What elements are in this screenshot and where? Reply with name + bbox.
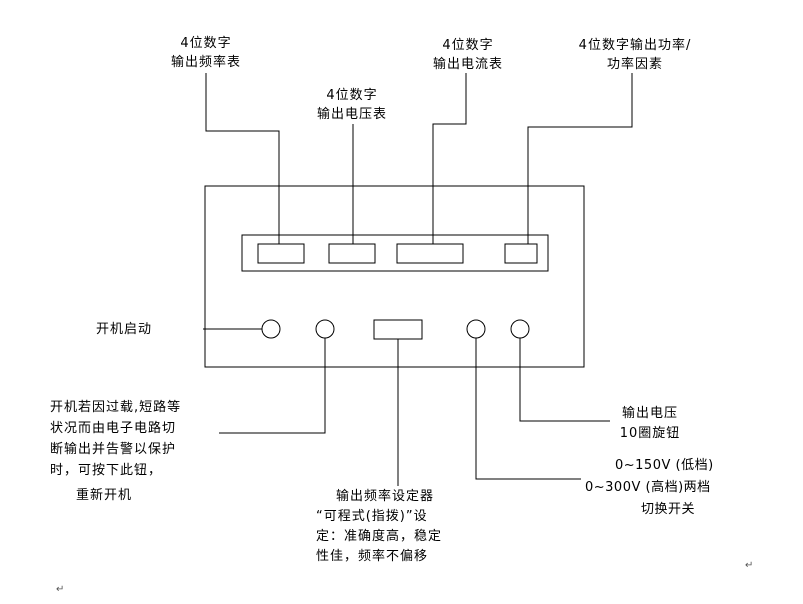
voltage-knob — [510, 319, 530, 339]
curr-meter-label-line1: 4位数字 — [442, 38, 494, 53]
freq-setter-label-line3: 定：准确度高，稳定 — [316, 529, 443, 544]
leader-power-meter — [527, 73, 633, 244]
volt-knob-label-line1: 输出电压 — [621, 406, 678, 421]
power-meter-label-line2: 功率因素 — [606, 57, 663, 72]
reset-label: 开机若因过载,短路等 状况而由电子电路切 断输出并告警以保护 时，可按下此钮， … — [50, 397, 220, 506]
range-switch-label: 0~150V (低档) 0~300V (高档)两档 切换开关 — [585, 455, 795, 521]
power-meter-label-line1: 4位数字输出功率/ — [578, 38, 692, 53]
display-strip — [241, 234, 549, 272]
freq-meter-label-line2: 输出频率表 — [170, 55, 241, 70]
freq-setter-label-line2: “可程式(指拨)”设 — [316, 509, 428, 524]
freq-meter-label-line1: 4位数字 — [180, 36, 232, 51]
freq-meter-label: 4位数字 输出频率表 — [150, 34, 262, 72]
reset-label-line2: 状况而由电子电路切 — [50, 421, 177, 436]
volt-meter-label-line2: 输出电压表 — [316, 107, 387, 122]
reset-label-line5: 重新开机 — [76, 488, 133, 503]
volt-meter-label-line1: 4位数字 — [326, 88, 378, 103]
freq-setter-label-line1: 输出频率设定器 — [336, 489, 435, 504]
volt-display — [328, 243, 376, 264]
range-switch-label-line3: 切换开关 — [641, 502, 696, 517]
volt-knob-label-line2: 10圈旋钮 — [619, 426, 681, 441]
range-switch-label-line1: 0~150V (低档) — [615, 458, 714, 473]
leader-volt-knob — [519, 338, 610, 422]
range-switch — [466, 319, 486, 339]
freq-setter-switch — [373, 319, 423, 340]
power-on-label: 开机启动 — [96, 322, 153, 337]
power-display — [504, 243, 538, 264]
power-meter-label: 4位数字输出功率/ 功率因素 — [560, 36, 710, 74]
leader-curr-meter — [432, 73, 467, 244]
reset-label-line3: 断输出并告警以保护 — [50, 442, 177, 457]
leader-range-switch — [475, 338, 581, 480]
volt-meter-label: 4位数字 输出电压表 — [296, 86, 408, 124]
reset-label-line4: 时，可按下此钮， — [50, 463, 163, 478]
curr-display — [396, 243, 464, 264]
reset-label-line1: 开机若因过载,短路等 — [50, 400, 182, 415]
paragraph-mark: ↵ — [745, 560, 754, 571]
freq-setter-label: 输出频率设定器 “可程式(指拨)”设 定：准确度高，稳定 性佳，频率不偏移 — [316, 487, 491, 567]
power-on-button — [261, 319, 281, 339]
freq-setter-label-line4: 性佳，频率不偏移 — [316, 549, 429, 564]
leader-reset — [219, 338, 326, 434]
freq-display — [257, 243, 305, 264]
curr-meter-label: 4位数字 输出电流表 — [412, 36, 524, 74]
paragraph-mark: ↵ — [56, 584, 65, 595]
front-panel — [204, 185, 585, 368]
range-switch-label-line2: 0~300V (高档)两档 — [585, 480, 711, 495]
leader-freq-meter — [205, 73, 280, 244]
reset-button — [315, 319, 335, 339]
curr-meter-label-line2: 输出电流表 — [432, 57, 503, 72]
volt-knob-label: 输出电压 10圈旋钮 — [600, 404, 700, 444]
